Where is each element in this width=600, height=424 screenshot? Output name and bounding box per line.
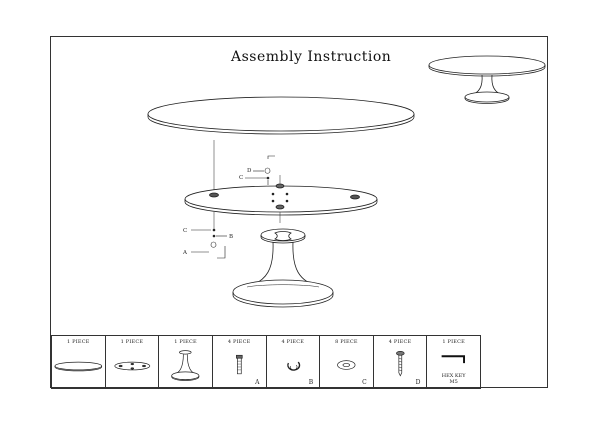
- assembly-sheet: Assembly Instruction: [50, 36, 548, 389]
- flat-washer-icon: [337, 360, 356, 370]
- upper-fastener-callouts: [245, 155, 275, 185]
- lower-fastener-callouts: [191, 228, 227, 259]
- part-letter: A: [255, 379, 260, 386]
- exploded-assembly-diagram: D C C B A: [147, 55, 546, 308]
- callout-b: B: [229, 234, 233, 240]
- hex-key-label: HEX KEY M5: [427, 373, 480, 385]
- spring-washer-icon: [286, 361, 300, 371]
- part-quantity: 1 PIECE: [442, 339, 465, 345]
- part-screw-d: 4 PIECE D: [372, 335, 428, 389]
- part-letter: C: [362, 379, 367, 386]
- part-letter: D: [415, 379, 421, 386]
- part-spring-washer-b: 4 PIECE B: [265, 335, 321, 389]
- hex-key-icon: [441, 355, 466, 364]
- part-quantity: 4 PIECE: [227, 339, 251, 345]
- part-tulip-base: 1 PIECE: [158, 335, 213, 389]
- part-quantity: 1 PIECE: [174, 339, 197, 345]
- part-table-top: 1 PIECE: [51, 335, 106, 389]
- alignment-lines: [213, 140, 281, 230]
- screw-icon: [395, 351, 405, 377]
- part-hex-key: 1 PIECE HEX KEY M5: [426, 335, 481, 389]
- callout-d: D: [247, 168, 252, 174]
- part-quantity: 1 PIECE: [120, 339, 144, 345]
- bolt-icon: [235, 354, 243, 375]
- part-bolt-a: 4 PIECE A: [211, 335, 267, 389]
- part-letter: B: [308, 379, 314, 386]
- callout-c-upper: C: [239, 175, 243, 181]
- part-quantity: 4 PIECE: [281, 339, 305, 345]
- part-quantity: 4 PIECE: [388, 339, 412, 345]
- part-quantity: 1 PIECE: [66, 339, 90, 345]
- parts-list: 1 PIECE 1 PIECE 1 PIECE: [51, 335, 481, 389]
- tulip-base: [232, 228, 334, 308]
- tulip-base-icon: [171, 350, 200, 381]
- callout-a: A: [182, 250, 188, 256]
- assembled-table-thumbnail: [428, 55, 546, 104]
- page-title: Assembly Instruction: [231, 49, 392, 65]
- part-mounting-plate: 1 PIECE: [104, 335, 160, 389]
- hex-key-size: M5: [449, 379, 458, 385]
- hex-key-name: HEX KEY: [441, 373, 466, 379]
- part-flat-washer-c: 8 PIECE C: [319, 335, 374, 389]
- callout-c-lower: C: [183, 228, 187, 234]
- table-top: [147, 96, 415, 135]
- part-quantity: 8 PIECE: [335, 339, 358, 345]
- mounting-plate-icon: [114, 361, 150, 371]
- table-top-icon: [54, 361, 103, 372]
- mounting-plate: [184, 183, 378, 216]
